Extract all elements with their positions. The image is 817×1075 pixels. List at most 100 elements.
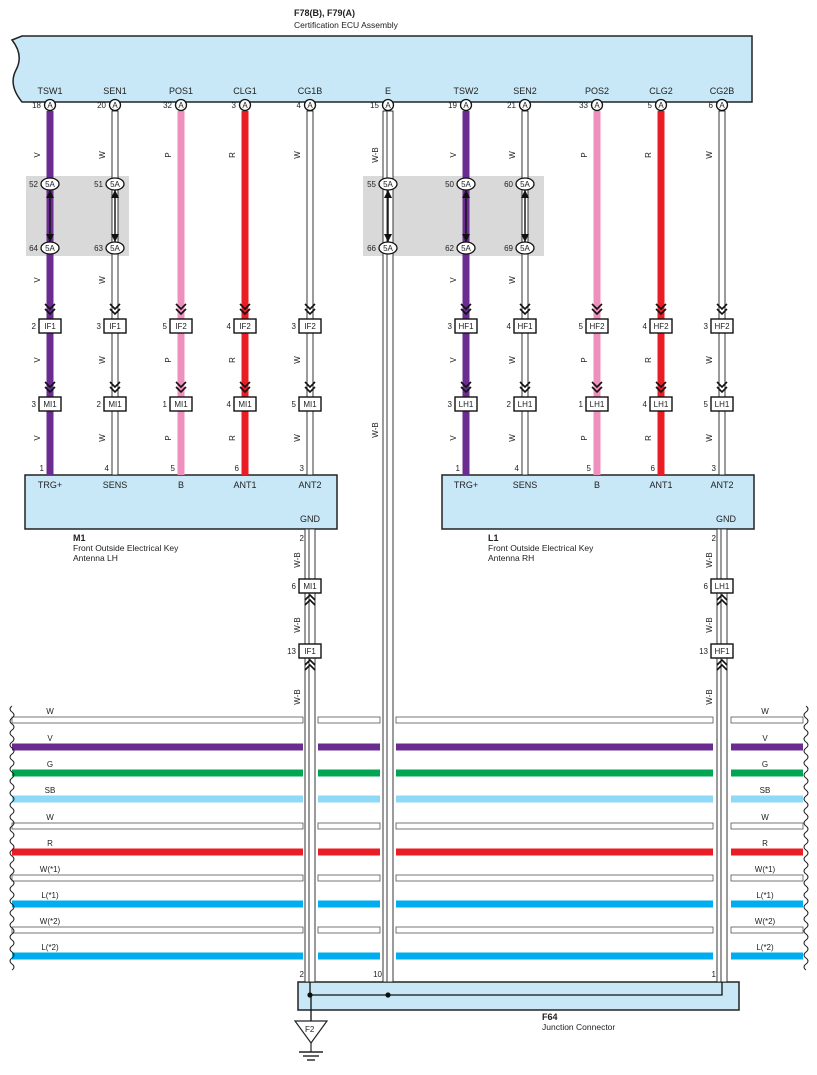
conn2-rh-0-box <box>454 396 478 412</box>
wire-rh-0-label-3: V <box>449 357 458 363</box>
joint-bottom-rh-0-label: 5A <box>461 244 471 253</box>
joint-top-rh-0-pin: 50 <box>445 180 454 189</box>
conn2-rh-2-pin: 1 <box>579 400 584 409</box>
conn1-lh-1-label: IF1 <box>109 322 121 331</box>
bus-wire-8-seg-1 <box>317 926 381 934</box>
conn2-rh-1-pin: 2 <box>507 400 512 409</box>
bus-wire-8-seg-2 <box>395 926 714 934</box>
bus-wire-label-right-3: SB <box>760 786 771 795</box>
break-mark-left <box>9 705 15 971</box>
bus-wire-label-left-2: G <box>47 760 53 769</box>
joint-bottom-lh-1-pin: 63 <box>94 244 103 253</box>
wire-rh-4-label-1: W <box>705 151 714 159</box>
ecu-pin-0-pin: 18 <box>32 101 41 110</box>
wire-lh-4 <box>306 110 314 476</box>
wire-lh-4-label-4: W <box>293 434 302 442</box>
chev2-rh-0 <box>460 381 472 394</box>
chev1-rh-4 <box>716 303 728 316</box>
ecu-pin-name-1: SEN1 <box>103 86 127 96</box>
conn1-lh-4-label: IF2 <box>304 322 316 331</box>
joint-arrow-lh-1 <box>111 190 119 242</box>
ecu-pin-2-circle <box>174 98 188 112</box>
ant-rh-pin-0: 1 <box>456 464 461 473</box>
conn2-rh-4-label: LH1 <box>715 400 730 409</box>
antenna-lh-code: M1 <box>73 533 86 543</box>
ecu-pin-5: A15 <box>370 98 395 112</box>
gnd-lh-label-3: W-B <box>293 689 302 704</box>
bus-wire-label-left-3: SB <box>45 786 56 795</box>
joint-bottom-e-label: 5A <box>383 244 393 253</box>
bus-wire-label-left-5: R <box>47 839 53 848</box>
wire-rh-4 <box>718 110 726 476</box>
ecu-pin-7-pin: 21 <box>507 101 516 110</box>
bus-wire-label-left-6: W(*1) <box>40 865 61 874</box>
chev1-lh-4 <box>304 303 316 316</box>
wire-rh-0-label-2: V <box>449 277 458 283</box>
bus-wire-label-right-0: W <box>761 707 769 716</box>
bus-wire-6-seg-2 <box>395 874 714 882</box>
conn1-rh-3-pin: 4 <box>643 322 648 331</box>
joint-top-rh-0-label: 5A <box>461 180 471 189</box>
conn1-lh-0-pin: 2 <box>32 322 37 331</box>
conn1-rh-1-pin: 4 <box>507 322 512 331</box>
break-mark-right <box>803 705 809 971</box>
bus-wire-6-seg-3 <box>730 874 804 882</box>
ecu-pin-2: A32 <box>163 98 188 112</box>
conn2-rh-0-pin: 3 <box>448 400 453 409</box>
wire-rh-2-label-1: P <box>580 152 589 157</box>
wire-rh-1-label-2: W <box>508 276 517 284</box>
bus-wire-8-seg-0 <box>11 926 304 934</box>
chev1-rh-0 <box>460 303 472 316</box>
chev2-rh-2 <box>591 381 603 394</box>
chev2-lh-1 <box>109 381 121 394</box>
junction-bus <box>309 982 723 996</box>
gnd-rh-ant-pin: 2 <box>712 534 717 543</box>
conn2-lh-1-pin: 2 <box>97 400 102 409</box>
ecu-pin-2-letter: A <box>178 101 184 110</box>
joint-bottom-rh-0: 5A 62 <box>445 241 476 255</box>
conn1-lh-0-box <box>38 318 62 334</box>
conn2-rh-4-box <box>710 396 734 412</box>
conn1-rh-4-label: HF2 <box>714 322 730 331</box>
antenna-rh-gnd: GND <box>716 514 737 524</box>
ecu-pin-4-circle <box>303 98 317 112</box>
joint-bottom-rh-0-pin: 62 <box>445 244 454 253</box>
chev1-lh-0 <box>44 303 56 316</box>
bus-wire-0-seg-0 <box>11 716 304 724</box>
joint-bottom-e-pin: 66 <box>367 244 376 253</box>
chev2-rh-4 <box>716 381 728 394</box>
ant-lh-pin-0: 1 <box>40 464 45 473</box>
gnd-lh-conn2-pin: 13 <box>287 647 296 656</box>
conn2-lh-4-pin: 5 <box>292 400 297 409</box>
ecu-name: Certification ECU Assembly <box>294 20 399 30</box>
ground-label: F2 <box>305 1025 315 1034</box>
wire-lh-0-label-2: V <box>33 277 42 283</box>
gnd-lh-label-2: W-B <box>293 617 302 632</box>
ecu-pin-5-letter: A <box>385 101 391 110</box>
ecu-pin-5-circle <box>381 98 395 112</box>
ant-lh-pin-3: 6 <box>235 464 240 473</box>
conn2-rh-3-pin: 4 <box>643 400 648 409</box>
ant-lh-pin-2: 5 <box>171 464 176 473</box>
conn1-lh-2-pin: 5 <box>163 322 168 331</box>
ant-rh-pin-2: 5 <box>587 464 592 473</box>
ecu-pin-name-8: POS2 <box>585 86 609 96</box>
gnd-lh-chev-2 <box>304 658 316 671</box>
ecu-pin-name-2: POS1 <box>169 86 193 96</box>
ecu-pin-8: A33 <box>579 98 604 112</box>
wire-rh-1 <box>521 110 529 476</box>
joint-bottom-rh-1-label: 5A <box>520 244 530 253</box>
ecu-pin-name-7: SEN2 <box>513 86 537 96</box>
ecu-pin-8-pin: 33 <box>579 101 588 110</box>
ant-lh-pin-name-0: TRG+ <box>38 480 62 490</box>
ant-lh-pin-1: 4 <box>105 464 110 473</box>
gnd-lh-wire-b <box>308 528 316 983</box>
ecu-pin-name-6: TSW2 <box>453 86 478 96</box>
